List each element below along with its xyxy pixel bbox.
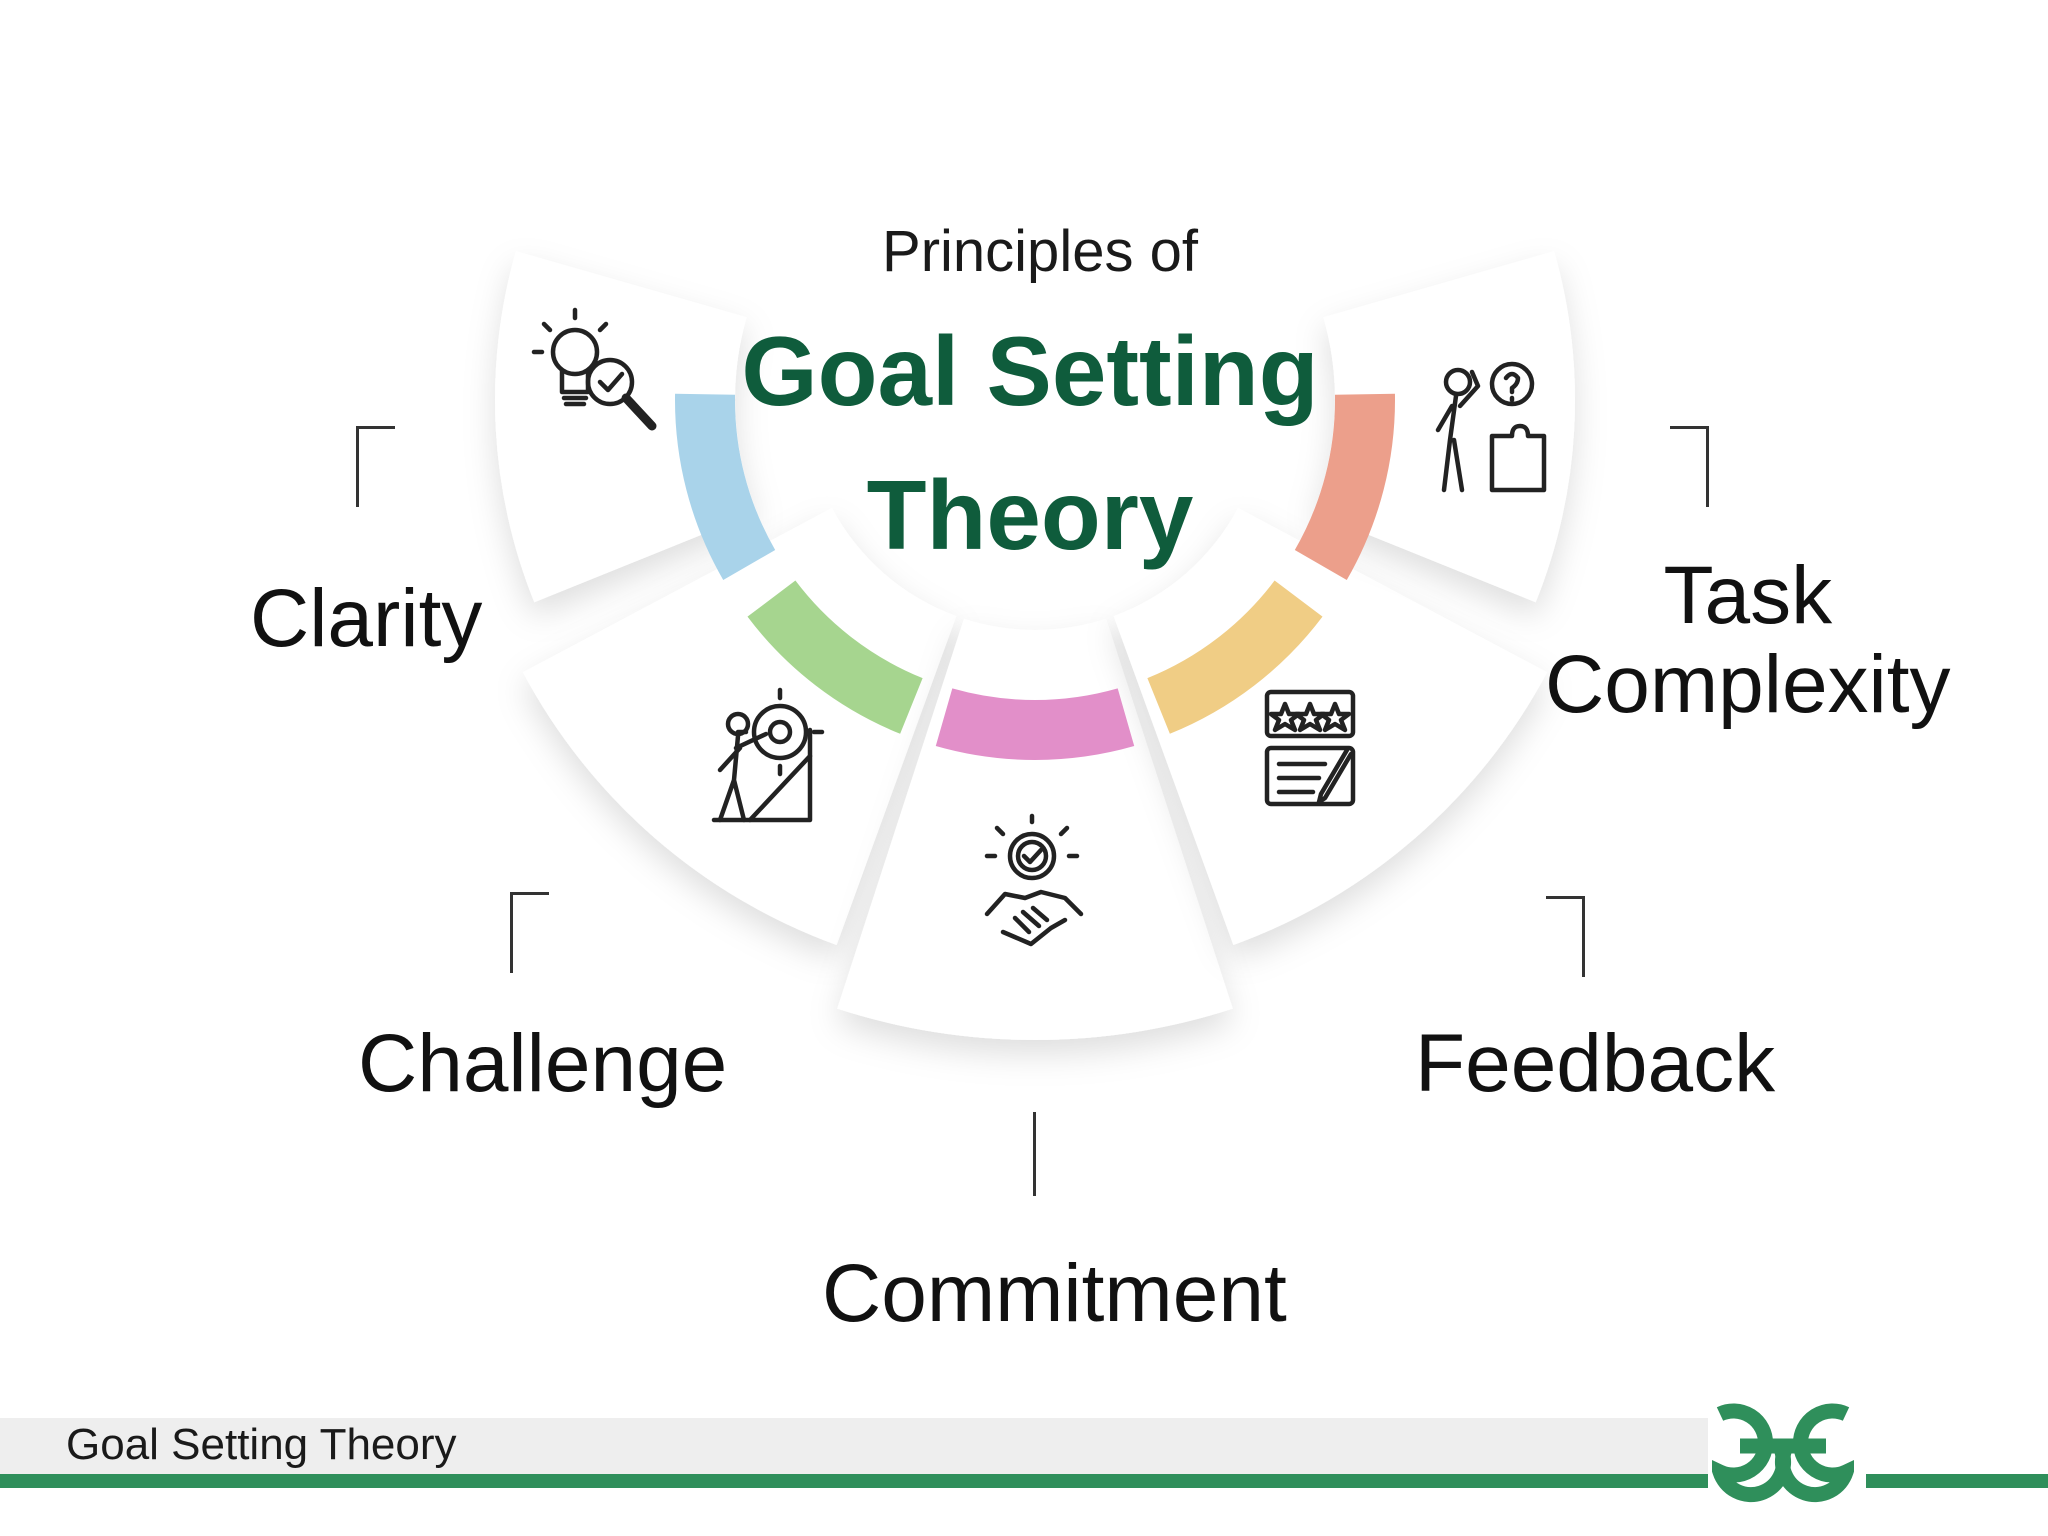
climber-gear-icon [711, 687, 825, 823]
lightbulb-magnifier-icon [531, 307, 657, 431]
arc-task-complexity [1294, 393, 1395, 580]
arc-clarity [675, 393, 776, 580]
arc-feedback [1147, 580, 1323, 734]
connector-commitment [1033, 1112, 1036, 1196]
footer-line-right [1866, 1474, 2048, 1488]
title-main: Goal Setting [741, 316, 1319, 426]
petal-task-complexity [1313, 251, 1575, 603]
petal-challenge [522, 507, 957, 946]
gfg-logo-icon[interactable] [1712, 1388, 1854, 1506]
handshake-badge-icon [984, 813, 1084, 947]
petal-commitment [837, 618, 1233, 1040]
title-prefix: Principles of [882, 219, 1198, 284]
footer-band [0, 1418, 1708, 1474]
title-theory: Theory [866, 460, 1194, 570]
petal-clarity [495, 251, 757, 603]
label-commitment: Commitment [822, 1248, 1287, 1339]
bracket-challenge [510, 892, 549, 973]
bracket-feedback [1546, 896, 1585, 977]
label-clarity: Clarity [250, 573, 483, 664]
arc-commitment [935, 688, 1135, 760]
rating-stars-review-icon [1264, 689, 1356, 807]
bracket-clarity [356, 426, 395, 507]
bracket-task-complexity [1670, 426, 1709, 507]
footer-line-left [0, 1474, 1708, 1488]
label-task-complexity: Task Complexity [1545, 550, 1951, 730]
arc-challenge [747, 580, 923, 734]
footer-title: Goal Setting Theory [66, 1420, 457, 1469]
person-puzzle-question-icon [1435, 361, 1547, 493]
label-challenge: Challenge [358, 1018, 728, 1109]
label-feedback: Feedback [1415, 1018, 1776, 1109]
